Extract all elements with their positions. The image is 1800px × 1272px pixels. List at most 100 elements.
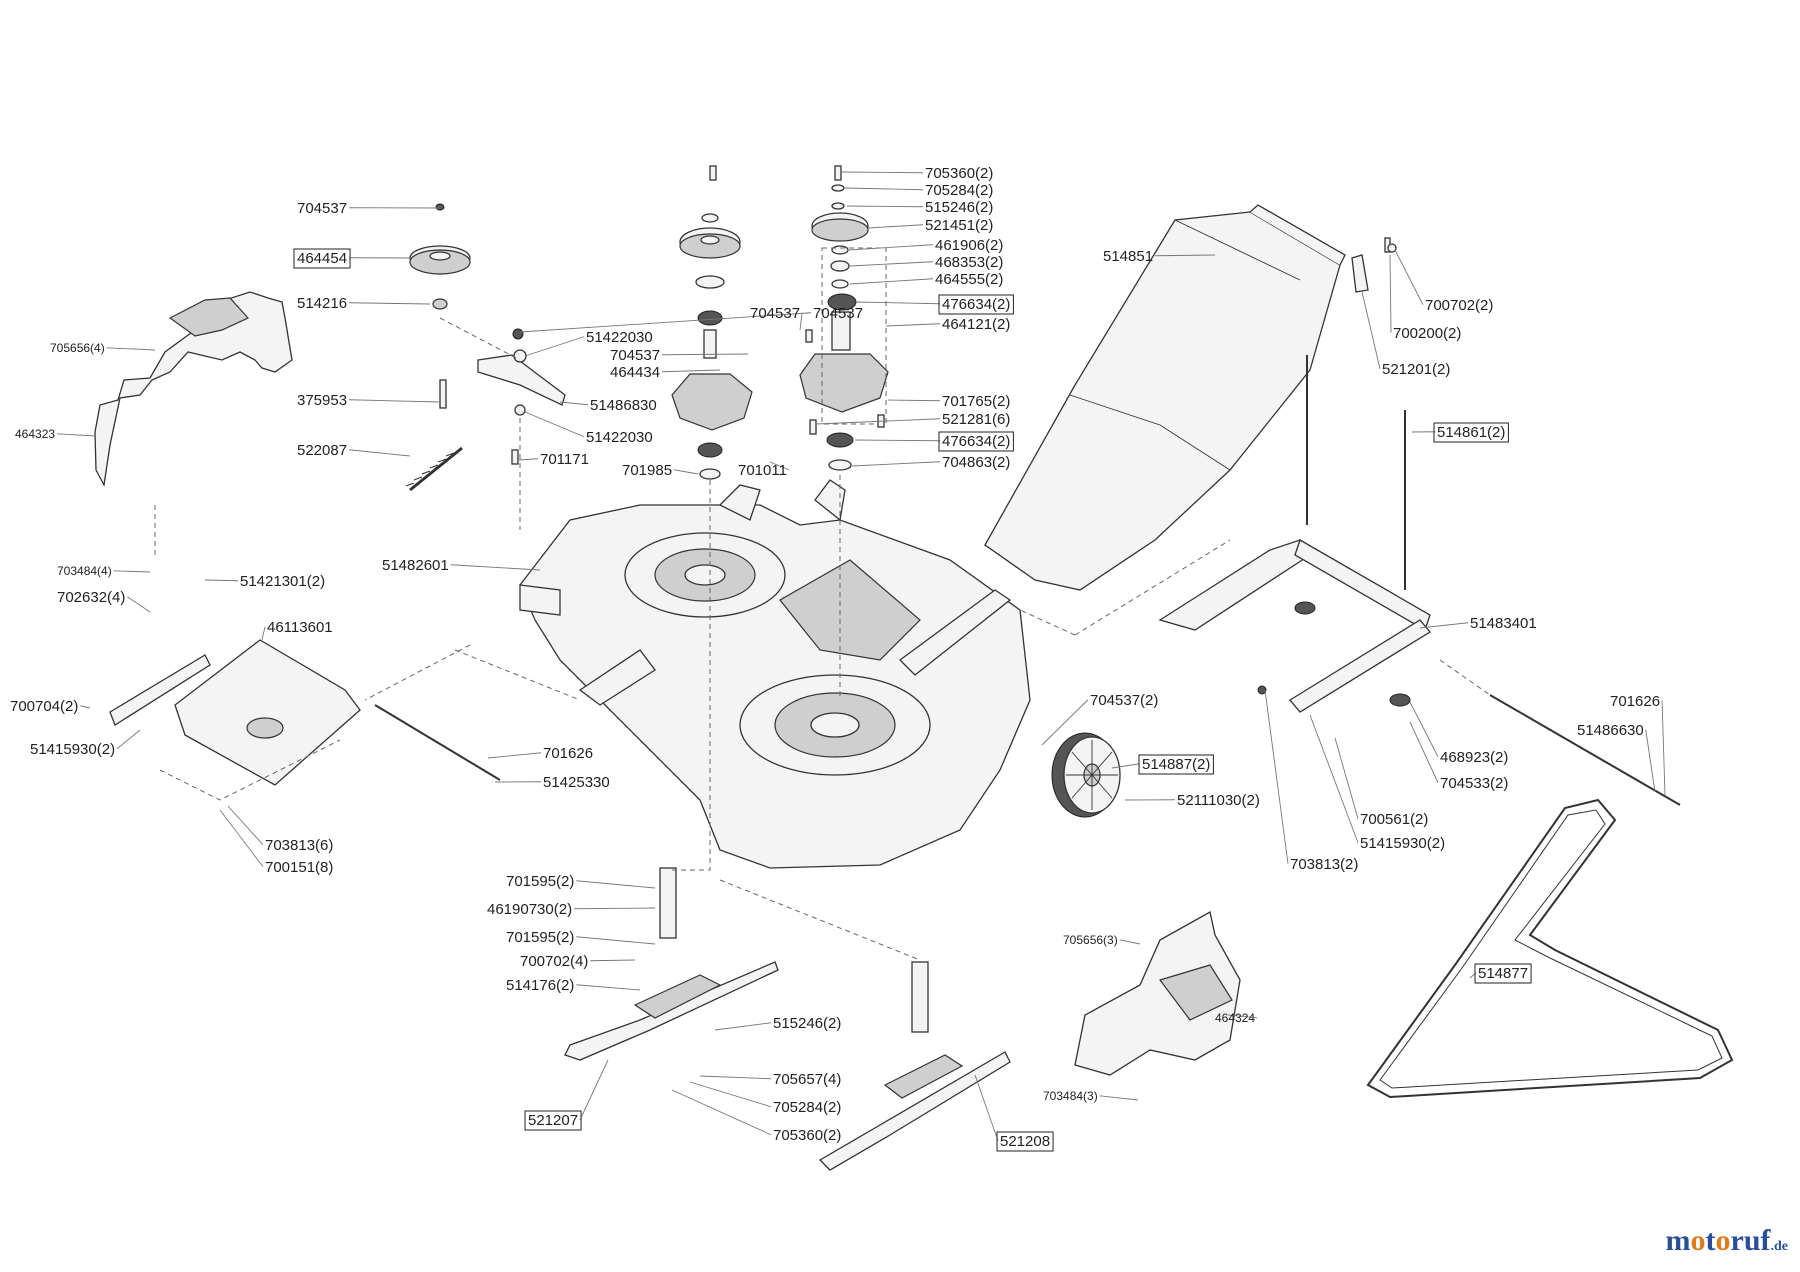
part-number-label: 375953: [297, 392, 347, 409]
leader-line: [851, 461, 941, 467]
leader-line: [714, 1022, 772, 1031]
part-labels: 704537464454514216705656(4)4643233759535…: [10, 165, 1666, 1152]
bolt: [439, 379, 447, 409]
part-callout: 51422030: [524, 329, 653, 357]
leader-line: [576, 880, 656, 889]
part-callout: 51421301(2): [204, 573, 325, 590]
part-number-label: 521451(2): [925, 217, 993, 234]
leader-line: [673, 469, 699, 475]
part-callout: 704533(2): [1409, 721, 1508, 792]
part-callout: 46113601: [261, 619, 333, 641]
leader-line: [1227, 1014, 1258, 1019]
part-number-label: 703813(2): [1290, 856, 1358, 873]
part-number-label: 701595(2): [506, 929, 574, 946]
leader-line: [1419, 622, 1469, 629]
part-number-label: 52111030(2): [1177, 792, 1260, 809]
part-number-label: 700151(8): [265, 859, 333, 876]
leader-line: [574, 907, 656, 910]
leader-line: [849, 278, 934, 285]
leader-line: [1041, 699, 1089, 746]
part-number-label: 468923(2): [1440, 749, 1508, 766]
part-callout: 705284(2): [689, 1081, 841, 1116]
part-number-label: 51486830: [590, 397, 657, 414]
part-callout: 51486830: [559, 397, 657, 414]
leader-line: [699, 1075, 772, 1080]
part-number-label: 515246(2): [773, 1015, 841, 1032]
leader-line: [1661, 700, 1666, 796]
part-number-label: 701765(2): [942, 393, 1010, 410]
part-number-label: 704537: [750, 305, 800, 322]
leader-line: [519, 312, 812, 333]
part-callout: 705360(2): [841, 165, 993, 182]
part-callout: 464121(2): [885, 316, 1010, 333]
part-number-label: 51482601: [382, 557, 449, 574]
part-number-label: 705284(2): [773, 1099, 841, 1116]
part-number-label: 701985: [622, 462, 672, 479]
leader-line: [579, 1059, 609, 1120]
part-callout: 468353(2): [849, 254, 1003, 271]
part-number-label: 476634(2): [942, 296, 1010, 313]
part-number-label: 705284(2): [925, 182, 993, 199]
part-number-label: 700702(2): [1425, 297, 1493, 314]
leader-line: [576, 936, 656, 945]
leader-line: [689, 1081, 772, 1108]
part-number-label: 703813(6): [265, 837, 333, 854]
part-number-label: 704537: [813, 305, 863, 322]
part-number-label: 464434: [610, 364, 660, 381]
part-callout: 704537: [610, 347, 749, 364]
bolt-701171: [511, 449, 519, 465]
part-callout: 51425330: [494, 774, 610, 791]
part-callout: 51422030: [524, 411, 653, 446]
part-callout: 701171: [517, 451, 589, 468]
leader-line: [867, 224, 924, 229]
part-number-box: [996, 1131, 1054, 1152]
leader-line: [450, 564, 541, 571]
part-callout: 704537: [519, 305, 863, 333]
part-number-label: 705657(4): [773, 1071, 841, 1088]
part-callout: 51482601: [382, 557, 541, 574]
part-number-label: 51415930(2): [30, 741, 115, 758]
part-number-label: 521201(2): [1382, 361, 1450, 378]
leader-line: [847, 244, 934, 251]
leader-line: [57, 433, 97, 437]
leader-line: [1334, 737, 1359, 819]
axle-rod: [1489, 694, 1681, 806]
part-callout: 51486630: [1577, 722, 1656, 793]
part-number-label: 703484(4): [57, 564, 112, 578]
part-callout: 703484(3): [1043, 1089, 1139, 1103]
part-number-label: 464555(2): [935, 271, 1003, 288]
leader-line: [349, 449, 411, 457]
spring: [409, 446, 463, 492]
leader-line: [1645, 729, 1656, 793]
leader-line: [590, 959, 636, 962]
part-callout: 700151(8): [219, 809, 333, 876]
part-number-label: 51421301(2): [240, 573, 325, 590]
leader-line: [854, 439, 941, 442]
part-number-label: 702632(4): [57, 589, 125, 606]
part-callout: 704537: [297, 200, 441, 217]
part-number-label: 701595(2): [506, 873, 574, 890]
part-callout: 700561(2): [1334, 737, 1428, 828]
part-number-label: 464323: [15, 427, 55, 441]
leader-line: [1119, 939, 1141, 945]
leader-line: [524, 411, 585, 438]
part-number-label: 700702(4): [520, 953, 588, 970]
leader-line: [844, 187, 924, 191]
part-number-label: 704537: [610, 347, 660, 364]
part-callout: 702632(4): [57, 589, 151, 613]
part-callout: 700702(2): [1394, 249, 1493, 314]
part-callout: 701626: [1610, 693, 1666, 796]
part-callout: 521451(2): [867, 217, 993, 234]
pulley-cover-left-dome: [168, 297, 249, 337]
part-number-label: 701011: [738, 462, 787, 479]
leader-line: [113, 570, 151, 573]
part-number-label: 468353(2): [935, 254, 1003, 271]
pulley-cover-left: [94, 291, 293, 488]
part-callout: 468923(2): [1409, 701, 1508, 766]
leader-line: [662, 353, 749, 356]
part-number-label: 704863(2): [942, 454, 1010, 471]
part-number-label: 51486630: [1577, 722, 1644, 739]
drive-belt: [1366, 798, 1734, 1099]
blade-hub-right: [883, 1054, 964, 1099]
part-callout: 701011: [738, 461, 790, 479]
